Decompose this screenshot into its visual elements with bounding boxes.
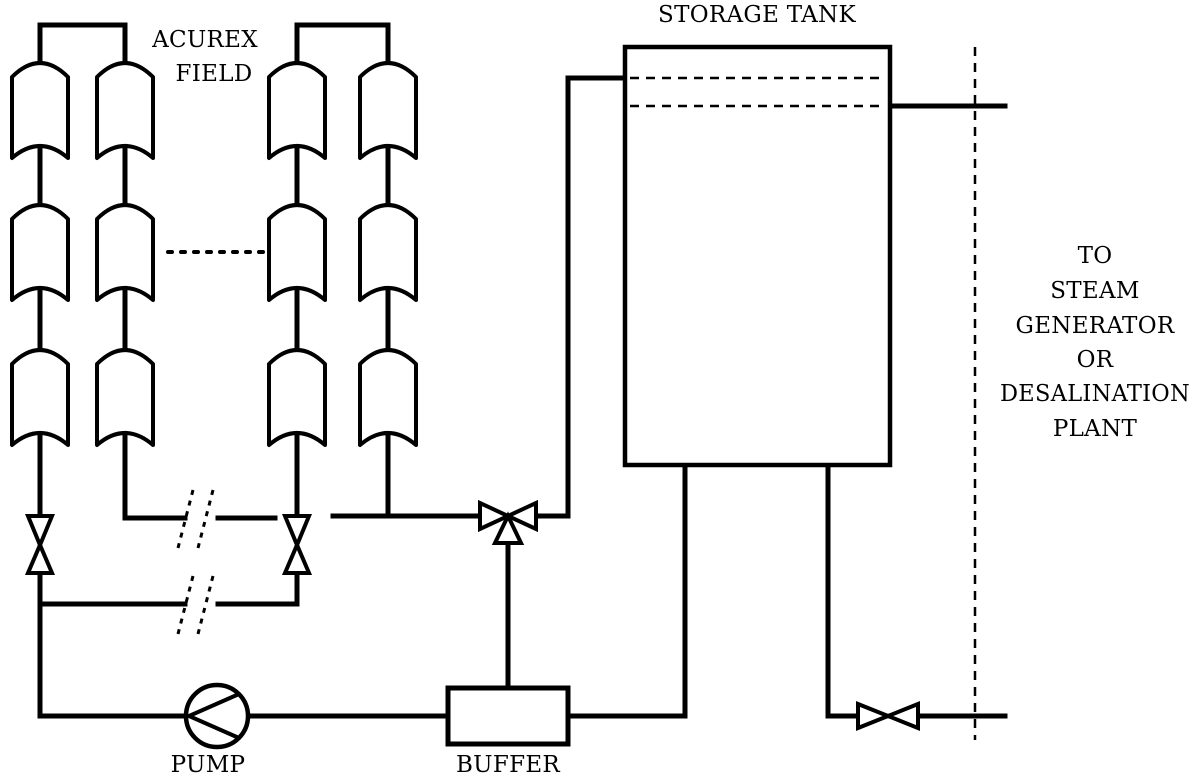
- output-label-line: OR: [1077, 347, 1114, 373]
- collector-module: [267, 348, 327, 447]
- collector-module: [358, 203, 418, 302]
- pump-label: PUMP: [171, 752, 246, 776]
- collector-loop-1: [37, 22, 188, 521]
- outlet-header-pipe: [215, 513, 483, 521]
- tank-inlet-pipe: [532, 75, 628, 519]
- collector-module: [358, 61, 418, 160]
- collector-module: [10, 348, 70, 447]
- collector-module: [10, 61, 70, 160]
- buffer-tank: [445, 685, 571, 747]
- storage-tank-label: STORAGE TANK: [658, 2, 856, 28]
- collector-module: [10, 203, 70, 302]
- storage-tank: [622, 44, 893, 468]
- output-label-line: STEAM: [1050, 278, 1140, 304]
- collector-module: [95, 203, 155, 302]
- inlet-valve-loop-1: [24, 514, 56, 575]
- collector-module: [267, 61, 327, 160]
- pump-supply-pipe: [37, 601, 451, 719]
- output-destination-label: TO STEAM GENERATOR OR DESALINATION PLANT: [1000, 243, 1190, 442]
- buffer-label: BUFFER: [456, 752, 560, 776]
- field-label-line1: ACUREX: [151, 27, 258, 53]
- inlet-header-pipe: [37, 569, 300, 607]
- tank-bottom-to-buffer-pipe: [565, 463, 688, 719]
- pipe-break-marks: [176, 489, 215, 635]
- output-label-line: PLANT: [1053, 416, 1138, 442]
- parabolic-collectors: [10, 61, 418, 447]
- output-label-line: DESALINATION: [1000, 381, 1190, 407]
- tank-outlet-pipe: [825, 463, 1008, 719]
- collector-module: [95, 348, 155, 447]
- three-way-valve: [478, 499, 538, 545]
- output-label-line: TO: [1078, 243, 1113, 269]
- output-label-line: GENERATOR: [1016, 313, 1175, 339]
- collector-module: [358, 348, 418, 447]
- inlet-valve-loop-2: [281, 514, 313, 575]
- collector-module: [95, 61, 155, 160]
- field-label-line2: FIELD: [175, 61, 252, 87]
- output-valve: [856, 701, 920, 731]
- pump: [183, 682, 251, 750]
- collector-module: [267, 203, 327, 302]
